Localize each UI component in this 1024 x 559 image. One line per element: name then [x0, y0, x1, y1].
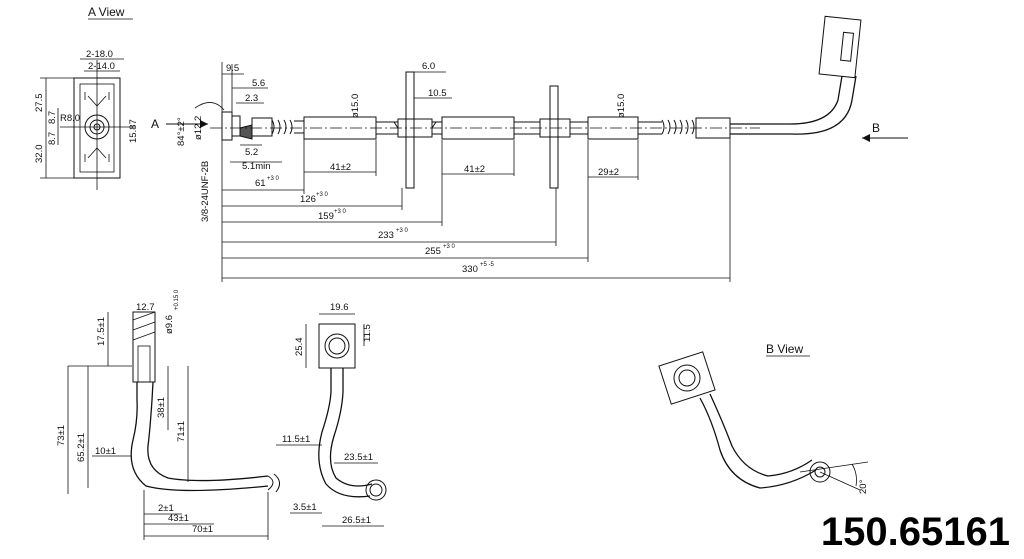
dim-angle-84: 84°±2° — [176, 117, 187, 146]
dim-6-0: 6.0 — [422, 61, 435, 72]
dim-41-b: 41±2 — [464, 164, 485, 175]
dim-5-2: 5.2 — [245, 147, 258, 158]
dim-3-5: 3.5±1 — [293, 502, 317, 513]
dim-dia-12-2: ø12.2 — [193, 116, 204, 140]
part-number: 150.65161 — [820, 510, 1010, 554]
dim-29: 29±2 — [598, 167, 619, 178]
tube-view: 19.6 25.4 11.5 11.5±1 23.5±1 3.5±1 26.5±… — [276, 302, 387, 527]
dim-23-5: 23.5±1 — [344, 452, 373, 463]
dim-a-2-14: 2-14.0 — [88, 61, 115, 72]
dim-126-tol: +3 0 — [316, 192, 329, 198]
dim-thread: 3/8-24UNF-2B — [200, 161, 211, 222]
dim-dia-9-6: ø9.6 — [164, 315, 175, 334]
dim-2-3: 2.3 — [245, 93, 258, 104]
dim-12-7: 12.7 — [136, 302, 155, 313]
dim-73: 73±1 — [56, 425, 67, 446]
a-view-label: A View — [88, 5, 125, 19]
dim-a-r8: R8.0 — [60, 113, 80, 124]
mounting-bracket-1 — [405, 71, 415, 189]
dim-9-5: 9.5 — [226, 63, 239, 74]
dim-5-1min: 5.1min — [242, 161, 271, 172]
dim-11-5-top: 11.5 — [362, 324, 373, 342]
dim-330: 330 — [462, 264, 478, 275]
bracket-view: 12.7 ø9.6 +0.15 0 17.5±1 73±1 65.2±1 38±… — [56, 289, 280, 540]
tube-line — [318, 368, 371, 498]
arrow-b-label: B — [872, 121, 880, 135]
dim-38: 38±1 — [156, 397, 167, 418]
dim-159: 159 — [318, 211, 334, 222]
b-view-tube — [699, 397, 817, 489]
bracket-hose — [130, 382, 269, 492]
dim-a-32: 32.0 — [34, 145, 45, 164]
dim-5-6: 5.6 — [252, 78, 265, 89]
dim-10: 10±1 — [95, 446, 116, 457]
dim-61-tol: +3 0 — [267, 176, 280, 182]
dim-a-27-5: 27.5 — [34, 94, 45, 113]
dim-65-2: 65.2±1 — [76, 433, 87, 462]
dim-dia-15-a: ø15.0 — [350, 94, 361, 118]
dim-a-8-7-bot: 8.7 — [47, 132, 58, 145]
dim-330-tol: +5 -5 — [480, 262, 495, 268]
dim-a-15-87: 15.87 — [128, 119, 139, 143]
dim-126: 126 — [300, 194, 316, 205]
banjo-fitting — [818, 15, 862, 79]
arrow-a: A — [151, 117, 208, 131]
dim-43: 43±1 — [168, 513, 189, 524]
dim-19-6: 19.6 — [330, 302, 349, 313]
b-view: B View 20° — [658, 342, 869, 494]
dim-20-deg: 20° — [858, 479, 869, 494]
b-view-label: B View — [766, 342, 803, 356]
dim-25-4: 25.4 — [294, 338, 305, 357]
mounting-bracket-2 — [549, 85, 559, 189]
end-fitting — [221, 111, 233, 141]
dim-233: 233 — [378, 230, 394, 241]
tube-banjo — [318, 323, 356, 369]
dim-233-tol: +3 0 — [396, 228, 409, 234]
dim-dia-15-b: ø15.0 — [616, 94, 627, 118]
dim-dia-9-6-tol: +0.15 0 — [174, 289, 180, 310]
dim-10-5: 10.5 — [428, 88, 447, 99]
main-dimensions: 9.5 5.6 2.3 84°±2° ø12.2 3/8-24UNF-2B 5.… — [176, 61, 731, 282]
steel-tube — [730, 75, 843, 125]
dim-a-8-7-top: 8.7 — [47, 111, 58, 124]
dim-26-5: 26.5±1 — [342, 515, 371, 526]
dim-61: 61 — [255, 178, 266, 189]
arrow-a-label: A — [151, 117, 159, 131]
dim-a-2-18: 2-18.0 — [86, 49, 113, 60]
dim-17-5: 17.5±1 — [96, 317, 107, 346]
dim-255: 255 — [425, 246, 441, 257]
dim-159-tol: +3 0 — [334, 209, 347, 215]
dim-255-tol: +3 0 — [443, 244, 456, 250]
b-view-banjo — [658, 351, 716, 405]
arrow-b: B — [862, 121, 908, 142]
dim-2: 2±1 — [158, 503, 174, 514]
main-hose-assembly — [210, 15, 862, 189]
a-view: A View 2-18.0 2-14.0 27.5 8.7 R8.0 8.7 1… — [34, 5, 139, 190]
dim-11-5: 11.5±1 — [282, 434, 310, 445]
dim-70: 70±1 — [192, 524, 213, 535]
dim-71: 71±1 — [176, 421, 187, 442]
dim-41-a: 41±2 — [330, 162, 351, 173]
bracket-fitting — [132, 311, 156, 383]
